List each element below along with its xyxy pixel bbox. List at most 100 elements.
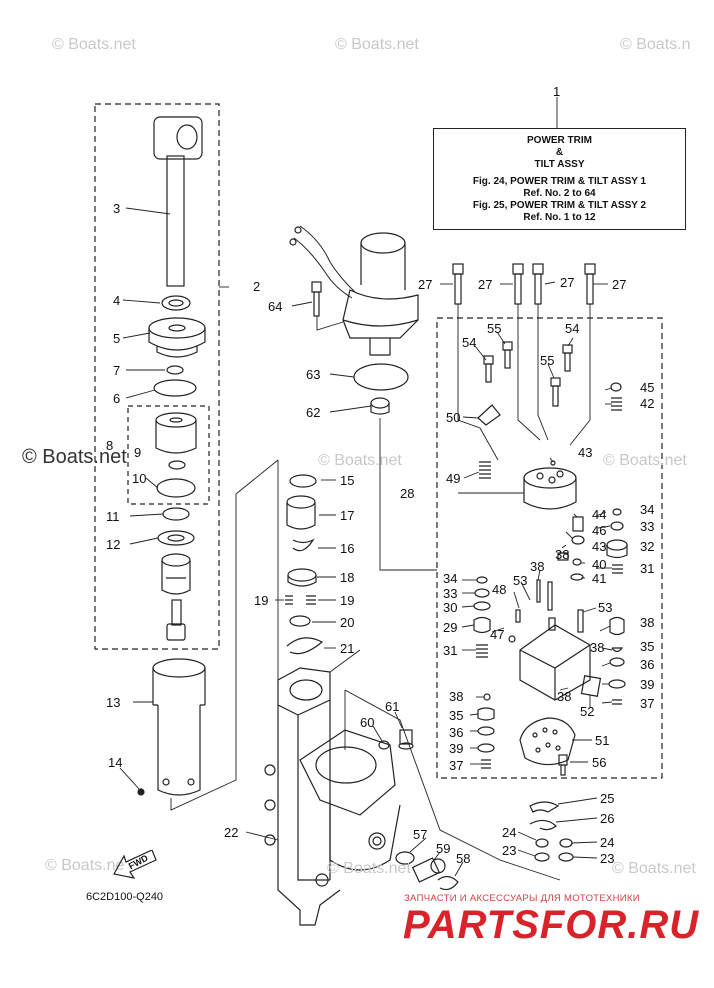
callout-11: 11 — [106, 509, 120, 524]
callout-39a: 39 — [640, 677, 655, 692]
info-fig2-ref: Ref. No. 1 to 12 — [523, 212, 596, 223]
branding-tagline: ЗАПЧАСТИ И АКСЕССУАРЫ ДЛЯ МОТОТЕХНИКИ — [404, 893, 640, 904]
callout-38d: 38 — [590, 640, 605, 655]
callout-33b: 33 — [443, 586, 458, 601]
valve-group-box — [436, 317, 663, 779]
callout-38a: 38 — [555, 547, 570, 562]
valve-cartridge — [161, 553, 191, 595]
info-fig1-ref: Ref. No. 2 to 64 — [523, 188, 596, 199]
callout-57: 57 — [413, 827, 428, 842]
diagram-code: 6C2D100-Q240 — [86, 891, 164, 903]
fitting-o-ring — [395, 851, 415, 865]
fitting — [411, 857, 446, 883]
plate — [580, 675, 602, 697]
valve-parts-left — [473, 576, 495, 769]
callout-22: 22 — [224, 825, 239, 840]
info-title-1: POWER TRIM — [527, 135, 592, 146]
callout-16: 16 — [340, 541, 355, 556]
callout-48: 48 — [492, 582, 507, 597]
watermark: © Boats.net — [52, 36, 136, 53]
bolts-54-55 — [483, 341, 573, 407]
ball — [137, 788, 145, 796]
ref-number: 1 — [553, 84, 561, 99]
callout-4: 4 — [113, 293, 121, 308]
callout-5: 5 — [113, 331, 121, 346]
callout-35b: 35 — [449, 708, 464, 723]
small-o-ring — [378, 740, 390, 750]
watermark: © Boats.net — [612, 860, 696, 877]
o-ring — [166, 365, 184, 375]
o-rings-23-24 — [534, 838, 574, 862]
callout-47: 47 — [490, 627, 505, 642]
callout-37b: 37 — [449, 758, 464, 773]
callout-38-left: 38 — [449, 689, 464, 704]
callout-35a: 35 — [640, 639, 655, 654]
callout-53b: 53 — [598, 600, 613, 615]
callout-55a: 55 — [487, 321, 502, 336]
info-box: POWER TRIM & TILT ASSY Fig. 24, POWER TR… — [433, 128, 686, 230]
callout-6: 6 — [113, 391, 121, 406]
callout-38c: 38 — [640, 615, 655, 630]
callout-13: 13 — [106, 695, 121, 710]
bracket — [477, 404, 501, 426]
callout-30: 30 — [443, 600, 458, 615]
callout-36b: 36 — [449, 725, 464, 740]
watermark: © Boats.net — [318, 452, 402, 469]
callout-34a: 34 — [640, 502, 655, 517]
plug — [398, 729, 414, 750]
callout-23b: 23 — [600, 851, 615, 866]
callout-27c: 27 — [560, 275, 575, 290]
callout-19a: 19 — [254, 593, 269, 608]
callout-14: 14 — [108, 755, 123, 770]
callout-20: 20 — [340, 615, 355, 630]
callout-39b: 39 — [449, 741, 464, 756]
screw — [558, 754, 568, 776]
leader-lines — [122, 207, 613, 877]
cylinder-body — [264, 667, 401, 926]
tilt-rod-group-box — [94, 103, 220, 650]
callout-27d: 27 — [612, 277, 627, 292]
callout-25: 25 — [600, 791, 615, 806]
trim-motor — [289, 225, 419, 356]
callout-24a: 24 — [502, 825, 517, 840]
callout-54a: 54 — [565, 321, 580, 336]
callout-32: 32 — [640, 539, 655, 554]
callout-2: 2 — [253, 279, 261, 294]
callout-38b: 38 — [530, 559, 545, 574]
watermark: © Boats.net — [327, 860, 411, 877]
callout-59: 59 — [436, 841, 451, 856]
callout-15: 15 — [340, 473, 355, 488]
backup-ring — [157, 530, 195, 546]
tilt-cylinder — [152, 658, 206, 796]
upper-cylinder-parts — [285, 474, 324, 655]
callout-46: 46 — [592, 523, 607, 538]
callout-64: 64 — [268, 299, 283, 314]
callout-27a: 27 — [418, 277, 433, 292]
callout-26: 26 — [600, 811, 615, 826]
callout-43b: 43 — [592, 539, 607, 554]
callout-8: 8 — [106, 438, 114, 453]
callout-42: 42 — [640, 396, 655, 411]
callout-29: 29 — [443, 620, 458, 635]
wire-clip — [529, 819, 557, 831]
callout-36a: 36 — [640, 657, 655, 672]
watermark: © Boats.net — [22, 446, 127, 468]
gear-pump — [508, 579, 591, 701]
callout-56: 56 — [592, 755, 607, 770]
spring-49 — [479, 461, 491, 479]
callout-38e: 38 — [557, 689, 572, 704]
callout-52: 52 — [580, 704, 595, 719]
callout-40: 40 — [592, 557, 607, 572]
piston-bolt — [166, 599, 186, 641]
callout-63: 63 — [306, 367, 321, 382]
watermark: © Boats.net — [335, 36, 419, 53]
piston-o-ring — [156, 478, 196, 498]
callout-45: 45 — [640, 380, 655, 395]
spring-42 — [611, 397, 622, 411]
callout-9: 9 — [134, 445, 142, 460]
callout-61: 61 — [385, 699, 400, 714]
callout-19b: 19 — [340, 593, 355, 608]
callout-3: 3 — [113, 201, 121, 216]
